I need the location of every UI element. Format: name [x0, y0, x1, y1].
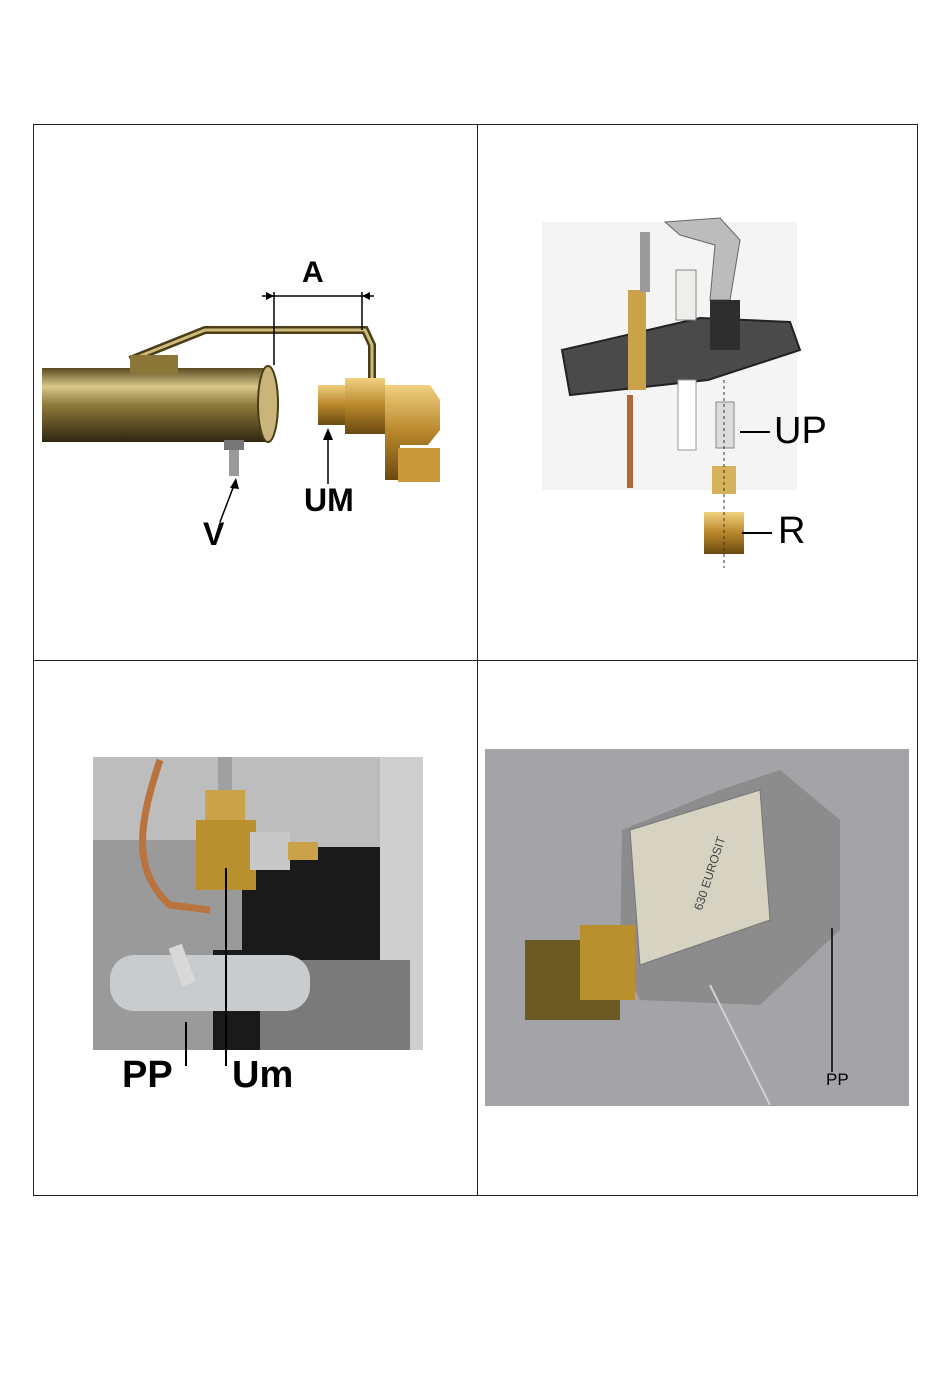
label-pp-right: PP — [826, 1070, 849, 1090]
